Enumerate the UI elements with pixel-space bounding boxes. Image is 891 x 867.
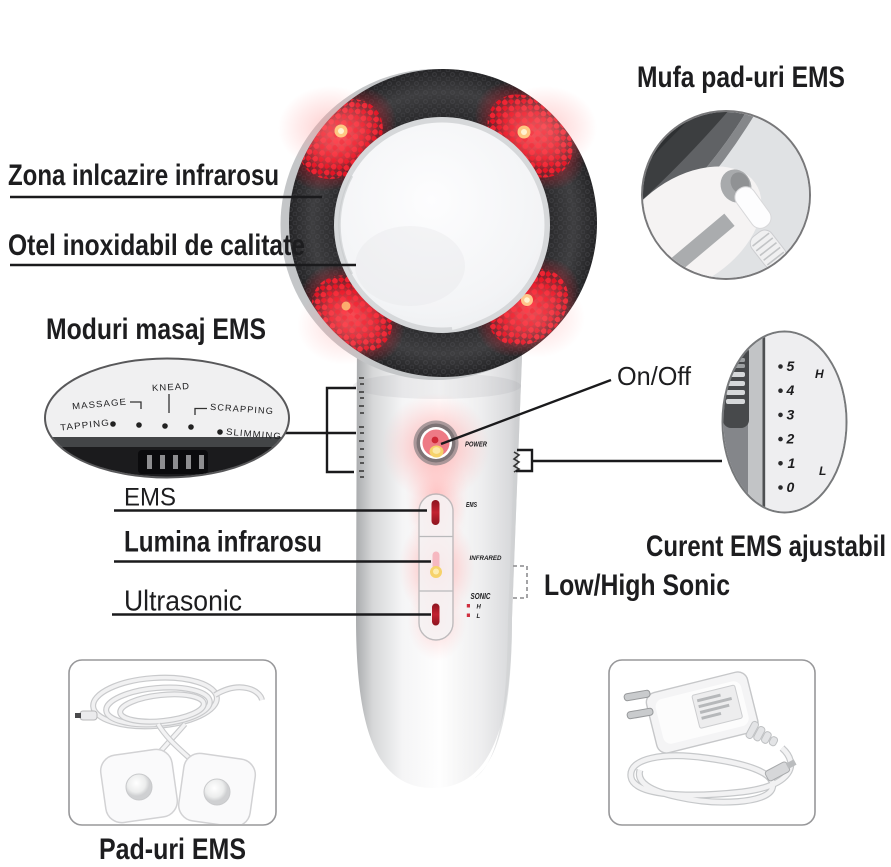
svg-text:H: H [477, 605, 482, 611]
svg-text:4: 4 [786, 382, 795, 398]
svg-text:INFRARED: INFRARED [470, 555, 502, 562]
svg-text:2: 2 [786, 431, 795, 447]
svg-text:SCRAPPING: SCRAPPING [210, 402, 275, 416]
svg-text:3: 3 [787, 406, 795, 422]
svg-text:SLIMMING: SLIMMING [226, 427, 283, 442]
svg-text:KNEAD: KNEAD [152, 381, 190, 393]
svg-text:Moduri masaj EMS: Moduri masaj EMS [46, 313, 266, 346]
svg-text:POWER: POWER [465, 440, 487, 449]
svg-text:Lumina infrarosu: Lumina infrarosu [124, 526, 322, 559]
svg-text:Mufa pad-uri EMS: Mufa pad-uri EMS [637, 61, 845, 94]
svg-text:On/Off: On/Off [617, 361, 692, 391]
svg-text:Ultrasonic: Ultrasonic [124, 586, 242, 618]
svg-text:EMS: EMS [466, 502, 477, 509]
svg-text:Zona inlcazire infrarosu: Zona inlcazire infrarosu [8, 159, 279, 192]
svg-text:0: 0 [787, 479, 795, 495]
svg-text:EMS: EMS [124, 484, 176, 512]
svg-text:Pad-uri EMS: Pad-uri EMS [99, 833, 246, 866]
svg-text:Low/High Sonic: Low/High Sonic [544, 569, 730, 602]
svg-text:SONIC: SONIC [471, 592, 491, 601]
svg-text:L: L [819, 464, 826, 478]
svg-text:Otel inoxidabil de calitate: Otel inoxidabil de calitate [8, 229, 305, 262]
svg-text:1: 1 [788, 455, 796, 471]
svg-text:Curent EMS ajustabil: Curent EMS ajustabil [646, 530, 886, 563]
svg-text:MASSAGE: MASSAGE [72, 397, 128, 412]
svg-text:5: 5 [787, 358, 795, 374]
svg-text:H: H [815, 367, 824, 381]
svg-text:L: L [477, 614, 481, 620]
